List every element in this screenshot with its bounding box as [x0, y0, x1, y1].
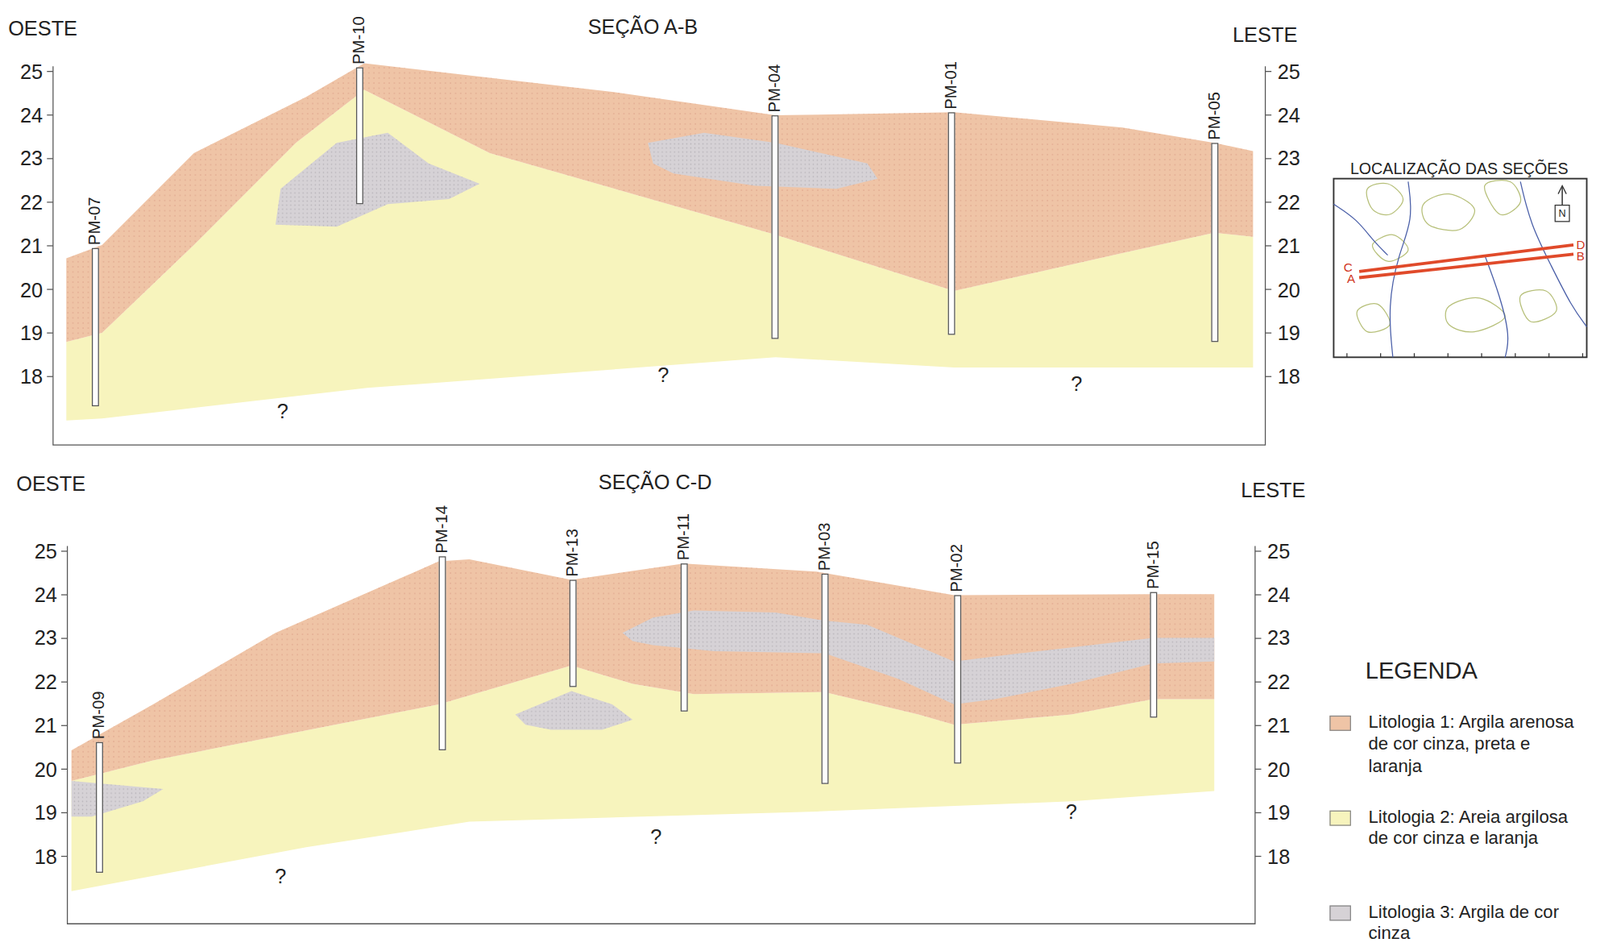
well-label: PM-03	[816, 522, 833, 571]
section-frame	[46, 66, 1272, 445]
elevation-tick: 23	[1267, 627, 1290, 648]
section-title: SEÇÃO A-B	[588, 16, 699, 37]
elevation-tick: 20	[1267, 758, 1290, 780]
elevation-tick: 25	[1267, 540, 1290, 561]
elevation-tick: 20	[20, 278, 43, 299]
monitoring-well: PM-14	[438, 555, 446, 751]
legend-swatch	[1329, 904, 1352, 921]
elevation-tick: 21	[20, 235, 43, 256]
well-label: PM-02	[949, 543, 966, 593]
elevation-tick: 22	[1267, 671, 1290, 693]
map-title: LOCALIZAÇÃO DAS SEÇÕES	[1350, 160, 1569, 177]
well-label: PM-01	[942, 61, 959, 110]
monitoring-well: PM-03	[820, 573, 829, 784]
elevation-tick: 22	[34, 671, 58, 693]
lithology-1-layer	[71, 559, 1215, 781]
elevation-tick: 18	[20, 366, 43, 387]
legend-item: Litologia 3: Argila de cor cinza	[1329, 900, 1585, 945]
lithology-1-layer	[66, 63, 1253, 343]
elevation-tick: 21	[34, 715, 58, 736]
well-label: PM-07	[87, 196, 104, 245]
lithology-3-lens	[515, 690, 634, 730]
elevation-tick: 24	[34, 584, 58, 605]
lithology-3-lens	[275, 132, 480, 228]
elevation-tick: 25	[34, 540, 58, 561]
legend-title: LEGENDA	[1365, 659, 1478, 683]
elevation-tick: 18	[34, 845, 58, 867]
elevation-tick: 18	[1267, 845, 1290, 867]
well-label: PM-13	[563, 528, 581, 577]
well-label: PM-05	[1206, 91, 1223, 141]
legend-swatch	[1329, 715, 1352, 731]
unknown-marker: ?	[1070, 373, 1082, 394]
unknown-marker: ?	[657, 364, 669, 385]
monitoring-well: PM-04	[770, 115, 779, 339]
elevation-tick: 21	[1277, 235, 1301, 256]
legend-text: Litologia 1: Argila arenosa de cor cinza…	[1367, 711, 1585, 777]
monitoring-well: PM-15	[1149, 592, 1157, 718]
elevation-tick: 19	[1267, 802, 1290, 823]
lithology-3-lens	[71, 780, 164, 817]
well-label: PM-11	[675, 513, 692, 560]
elevation-tick: 25	[1277, 61, 1301, 82]
monitoring-well: PM-01	[947, 111, 955, 335]
legend-text: Litologia 2: Areia argilosa de cor cinza…	[1367, 806, 1585, 850]
section-endpoint: A	[1347, 272, 1356, 285]
elevation-tick: 23	[1277, 148, 1301, 169]
elevation-tick: 19	[20, 322, 43, 343]
unknown-marker: ?	[1065, 800, 1078, 821]
unknown-marker: ?	[277, 401, 289, 422]
elevation-tick: 20	[34, 758, 58, 780]
monitoring-well: PM-07	[91, 248, 99, 407]
direction-label: LESTE	[1240, 479, 1306, 500]
elevation-tick: 22	[20, 191, 43, 212]
direction-label: LESTE	[1232, 24, 1298, 45]
lithology-3-lens	[647, 132, 878, 190]
section-endpoint: D	[1575, 238, 1585, 251]
well-label: PM-09	[91, 690, 108, 739]
section-endpoint: B	[1576, 249, 1585, 262]
well-label: PM-10	[351, 16, 368, 65]
direction-label: OESTE	[8, 18, 78, 39]
legend-text: Litologia 3: Argila de cor cinza	[1367, 900, 1585, 945]
well-label: PM-04	[766, 64, 783, 113]
elevation-tick: 23	[34, 627, 58, 648]
legend-swatch	[1329, 810, 1352, 826]
elevation-tick: 22	[1277, 191, 1301, 212]
unknown-marker: ?	[274, 865, 287, 886]
well-label: PM-15	[1144, 540, 1161, 589]
section-frame	[61, 546, 1261, 925]
unknown-marker: ?	[650, 826, 662, 847]
elevation-tick: 24	[20, 104, 43, 125]
elevation-tick: 25	[20, 61, 43, 82]
well-label: PM-14	[433, 505, 450, 554]
direction-label: OESTE	[16, 473, 86, 494]
section-title: SEÇÃO C-D	[598, 471, 713, 492]
elevation-tick: 23	[20, 148, 43, 169]
elevation-tick: 19	[34, 802, 58, 823]
elevation-tick: 21	[1267, 715, 1290, 736]
north-arrow: N	[1558, 207, 1567, 219]
elevation-tick: 24	[1277, 104, 1301, 125]
elevation-tick: 18	[1277, 366, 1301, 387]
elevation-tick: 24	[1267, 584, 1290, 605]
legend-item: Litologia 2: Areia argilosa de cor cinza…	[1329, 806, 1585, 850]
monitoring-well: PM-05	[1210, 142, 1219, 342]
elevation-tick: 20	[1277, 278, 1301, 299]
monitoring-well: PM-09	[95, 741, 103, 873]
monitoring-well: PM-11	[679, 563, 688, 712]
section-endpoint: C	[1343, 261, 1353, 274]
elevation-tick: 19	[1277, 322, 1301, 343]
location-map	[1333, 178, 1587, 358]
monitoring-well: PM-13	[568, 579, 577, 687]
monitoring-well: PM-02	[953, 594, 962, 763]
legend-item: Litologia 1: Argila arenosa de cor cinza…	[1329, 711, 1585, 777]
monitoring-well: PM-10	[355, 67, 363, 205]
lithology-3-band	[622, 609, 1215, 705]
